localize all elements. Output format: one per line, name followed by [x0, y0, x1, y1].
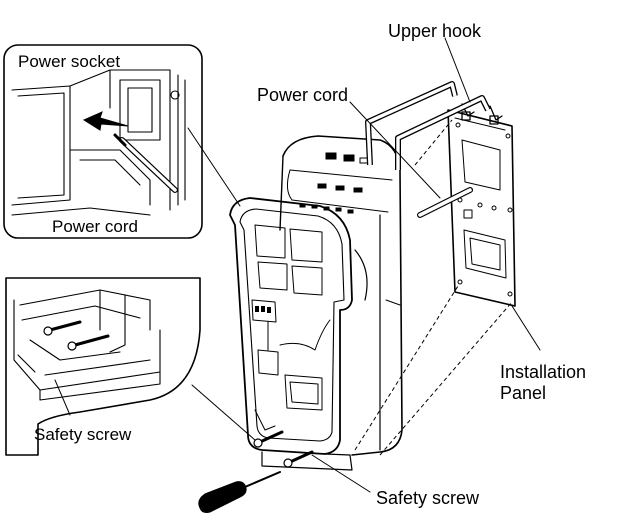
power-socket-inset: Power socket Power cord — [3, 44, 241, 239]
screwdriver-icon — [198, 471, 281, 513]
inset-leader-line — [187, 127, 241, 207]
safety-screw-inset-frame — [5, 277, 201, 456]
safety-screw-inset-label: Safety screw — [34, 425, 132, 444]
panel-holes — [455, 122, 513, 297]
installation-panel-label-line1: Installation — [500, 362, 586, 382]
hand-dryer-unit — [229, 135, 403, 471]
safety-screw-label: Safety screw — [376, 488, 480, 508]
power-cord-shape — [365, 81, 491, 218]
inset-screw-2-icon — [67, 334, 110, 351]
installation-panel-label-line2: Panel — [500, 383, 546, 403]
inset-to-unit-leader — [191, 384, 256, 441]
terminal-block — [255, 306, 271, 313]
safety-screw-2-icon — [283, 450, 314, 468]
installation-panel — [447, 103, 516, 307]
panel-cutouts — [461, 139, 507, 279]
inset-screw-1-icon — [43, 320, 82, 336]
power-cord-inset-label: Power cord — [52, 217, 138, 236]
internal-components — [251, 224, 331, 431]
power-cord-leader — [349, 101, 441, 199]
installation-panel-leader — [511, 305, 541, 351]
power-cord-label: Power cord — [257, 85, 348, 105]
insert-arrow-icon — [82, 111, 129, 131]
power-socket-inset-frame — [3, 44, 203, 239]
safety-screw-1-icon — [253, 430, 284, 448]
leader-lines — [311, 37, 541, 493]
safety-screw-inset: Safety screw — [5, 277, 256, 456]
safety-screw-housing — [13, 289, 161, 401]
power-socket-housing — [11, 69, 186, 216]
upper-hook-leader — [444, 37, 471, 103]
upper-hook-label: Upper hook — [388, 21, 482, 41]
power-socket-label: Power socket — [18, 52, 120, 71]
alignment-dashed-lines — [354, 119, 513, 456]
safety-screw-inset-leader — [54, 379, 71, 416]
safety-screw-leader — [311, 454, 371, 493]
